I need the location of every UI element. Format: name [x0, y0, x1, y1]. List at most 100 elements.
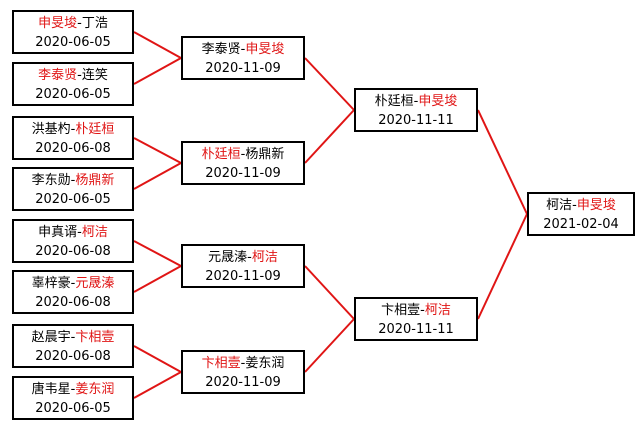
- match-box-round-2-4: 卞相壹-姜东润 2020-11-09: [181, 350, 305, 394]
- match-players: 申真谞-柯洁: [14, 223, 132, 242]
- player-name: 辜梓豪: [31, 276, 71, 291]
- connector-line: [133, 345, 182, 373]
- player-name: 李东勋: [31, 173, 71, 188]
- match-players: 李泰贤-申旻埈: [183, 40, 303, 59]
- player-name: 柯洁: [546, 198, 573, 213]
- name-separator: -: [70, 330, 76, 345]
- player-name: 姜东润: [75, 382, 115, 397]
- connector-line: [304, 57, 355, 111]
- player-name: 元晟溱: [75, 276, 115, 291]
- match-box-round-1-4: 李东勋-杨鼎新 2020-06-05: [12, 167, 134, 211]
- player-name: 申真谞: [38, 225, 78, 240]
- player-name: 柯洁: [251, 250, 278, 265]
- match-box-semifinal-2: 卞相壹-柯洁 2020-11-11: [354, 297, 478, 341]
- match-players: 唐韦星-姜东润: [14, 380, 132, 399]
- connector-line: [133, 240, 182, 267]
- name-separator: -: [77, 225, 82, 240]
- match-players: 洪基杓-朴廷桓: [14, 120, 132, 139]
- connector-line: [133, 57, 182, 85]
- match-date: 2020-06-05: [35, 401, 111, 416]
- match-players: 卞相壹-姜东润: [183, 354, 303, 373]
- player-name: 申旻埈: [576, 198, 616, 213]
- match-date: 2020-06-08: [35, 349, 111, 364]
- name-separator: -: [240, 356, 246, 371]
- player-name: 朴廷桓: [75, 122, 115, 137]
- match-box-round-1-1: 申旻埈-丁浩 2020-06-05: [12, 10, 134, 54]
- match-players: 申旻埈-丁浩: [14, 14, 132, 33]
- player-name: 洪基杓: [31, 122, 71, 137]
- player-name: 丁浩: [81, 16, 108, 31]
- match-players: 赵晨宇-卞相壹: [14, 328, 132, 347]
- match-date: 2020-11-09: [205, 375, 281, 390]
- name-separator: -: [240, 42, 246, 57]
- player-name: 唐韦星: [31, 382, 71, 397]
- match-date: 2020-11-09: [205, 166, 281, 181]
- match-date: 2020-11-11: [378, 113, 454, 128]
- name-separator: -: [70, 122, 76, 137]
- player-name: 李泰贤: [201, 42, 241, 57]
- name-separator: -: [77, 68, 82, 83]
- match-date: 2020-06-08: [35, 295, 111, 310]
- name-separator: -: [420, 303, 425, 318]
- player-name: 杨鼎新: [75, 173, 115, 188]
- player-name: 杨鼎新: [245, 147, 285, 162]
- player-name: 卞相壹: [75, 330, 115, 345]
- match-players: 朴廷桓-杨鼎新: [183, 145, 303, 164]
- match-players: 辜梓豪-元晟溱: [14, 274, 132, 293]
- match-box-round-1-8: 唐韦星-姜东润 2020-06-05: [12, 376, 134, 420]
- name-separator: -: [70, 382, 76, 397]
- match-box-round-1-7: 赵晨宇-卞相壹 2020-06-08: [12, 324, 134, 368]
- player-name: 申旻埈: [38, 16, 78, 31]
- player-name: 柯洁: [424, 303, 451, 318]
- connector-line: [304, 318, 355, 373]
- match-box-semifinal-1: 朴廷桓-申旻埈 2020-11-11: [354, 88, 478, 132]
- connector-line: [133, 137, 182, 164]
- name-separator: -: [413, 94, 419, 109]
- match-players: 朴廷桓-申旻埈: [356, 92, 476, 111]
- match-box-round-1-3: 洪基杓-朴廷桓 2020-06-08: [12, 116, 134, 160]
- name-separator: -: [70, 173, 76, 188]
- match-date: 2020-06-08: [35, 141, 111, 156]
- player-name: 朴廷桓: [201, 147, 241, 162]
- player-name: 赵晨宇: [31, 330, 71, 345]
- connector-line: [477, 109, 528, 215]
- connector-line: [133, 31, 182, 59]
- match-box-round-2-1: 李泰贤-申旻埈 2020-11-09: [181, 36, 305, 80]
- match-date: 2020-11-09: [205, 61, 281, 76]
- match-players: 柯洁-申旻埈: [529, 196, 633, 215]
- match-box-round-2-2: 朴廷桓-杨鼎新 2020-11-09: [181, 141, 305, 185]
- match-players: 元晟溱-柯洁: [183, 248, 303, 267]
- player-name: 朴廷桓: [374, 94, 414, 109]
- connector-line: [133, 371, 182, 399]
- name-separator: -: [572, 198, 577, 213]
- name-separator: -: [77, 16, 82, 31]
- name-separator: -: [70, 276, 76, 291]
- match-players: 卞相壹-柯洁: [356, 301, 476, 320]
- player-name: 卞相壹: [201, 356, 241, 371]
- match-date: 2020-11-11: [378, 322, 454, 337]
- match-box-round-1-6: 辜梓豪-元晟溱 2020-06-08: [12, 270, 134, 314]
- name-separator: -: [247, 250, 252, 265]
- match-players: 李泰贤-连笑: [14, 66, 132, 85]
- match-date: 2020-06-05: [35, 87, 111, 102]
- player-name: 申旻埈: [245, 42, 285, 57]
- match-players: 李东勋-杨鼎新: [14, 171, 132, 190]
- connector-line: [304, 265, 355, 320]
- match-box-round-2-3: 元晟溱-柯洁 2020-11-09: [181, 244, 305, 288]
- connector-line: [133, 162, 182, 190]
- connector-line: [304, 109, 355, 164]
- name-separator: -: [240, 147, 246, 162]
- player-name: 姜东润: [245, 356, 285, 371]
- player-name: 柯洁: [81, 225, 108, 240]
- connector-line: [477, 213, 528, 320]
- player-name: 申旻埈: [418, 94, 458, 109]
- player-name: 连笑: [81, 68, 108, 83]
- match-date: 2020-06-05: [35, 192, 111, 207]
- player-name: 卞相壹: [381, 303, 421, 318]
- match-date: 2020-11-09: [205, 269, 281, 284]
- match-date: 2020-06-05: [35, 35, 111, 50]
